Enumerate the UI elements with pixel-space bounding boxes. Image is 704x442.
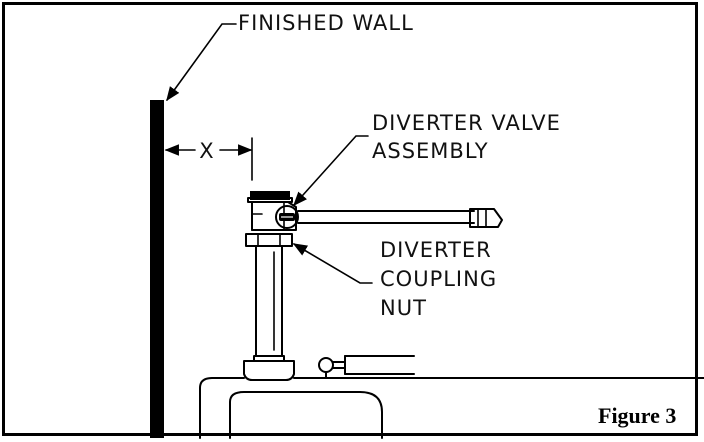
coupling-nut-leader — [292, 243, 373, 284]
finished-wall — [150, 100, 164, 438]
side-valve — [318, 355, 415, 379]
coupling-nut — [245, 229, 293, 247]
finished-wall-label: FINISHED WALL — [238, 11, 414, 35]
diverter-knob-icon — [275, 205, 299, 229]
pipe-base-flange — [243, 360, 295, 381]
coupling-nut-label-line3: NUT — [380, 296, 427, 320]
tank-outline — [199, 377, 704, 439]
diverter-valve-label-line2: ASSEMBLY — [372, 139, 489, 163]
diverter-valve-leader — [293, 135, 369, 207]
dimension-x-label: X — [199, 139, 214, 163]
valve-cap — [250, 191, 290, 200]
dimension-x — [164, 137, 253, 181]
figure-caption: Figure 3 — [598, 403, 676, 428]
vertical-pipe — [253, 245, 285, 362]
finished-wall-leader — [166, 23, 237, 102]
diverter-valve-label-line1: DIVERTER VALVE — [372, 111, 561, 135]
spout-arm — [297, 208, 503, 228]
coupling-nut-label-line1: DIVERTER — [380, 238, 492, 262]
coupling-nut-label-line2: COUPLING — [380, 267, 497, 291]
diagram-frame — [2, 2, 698, 436]
